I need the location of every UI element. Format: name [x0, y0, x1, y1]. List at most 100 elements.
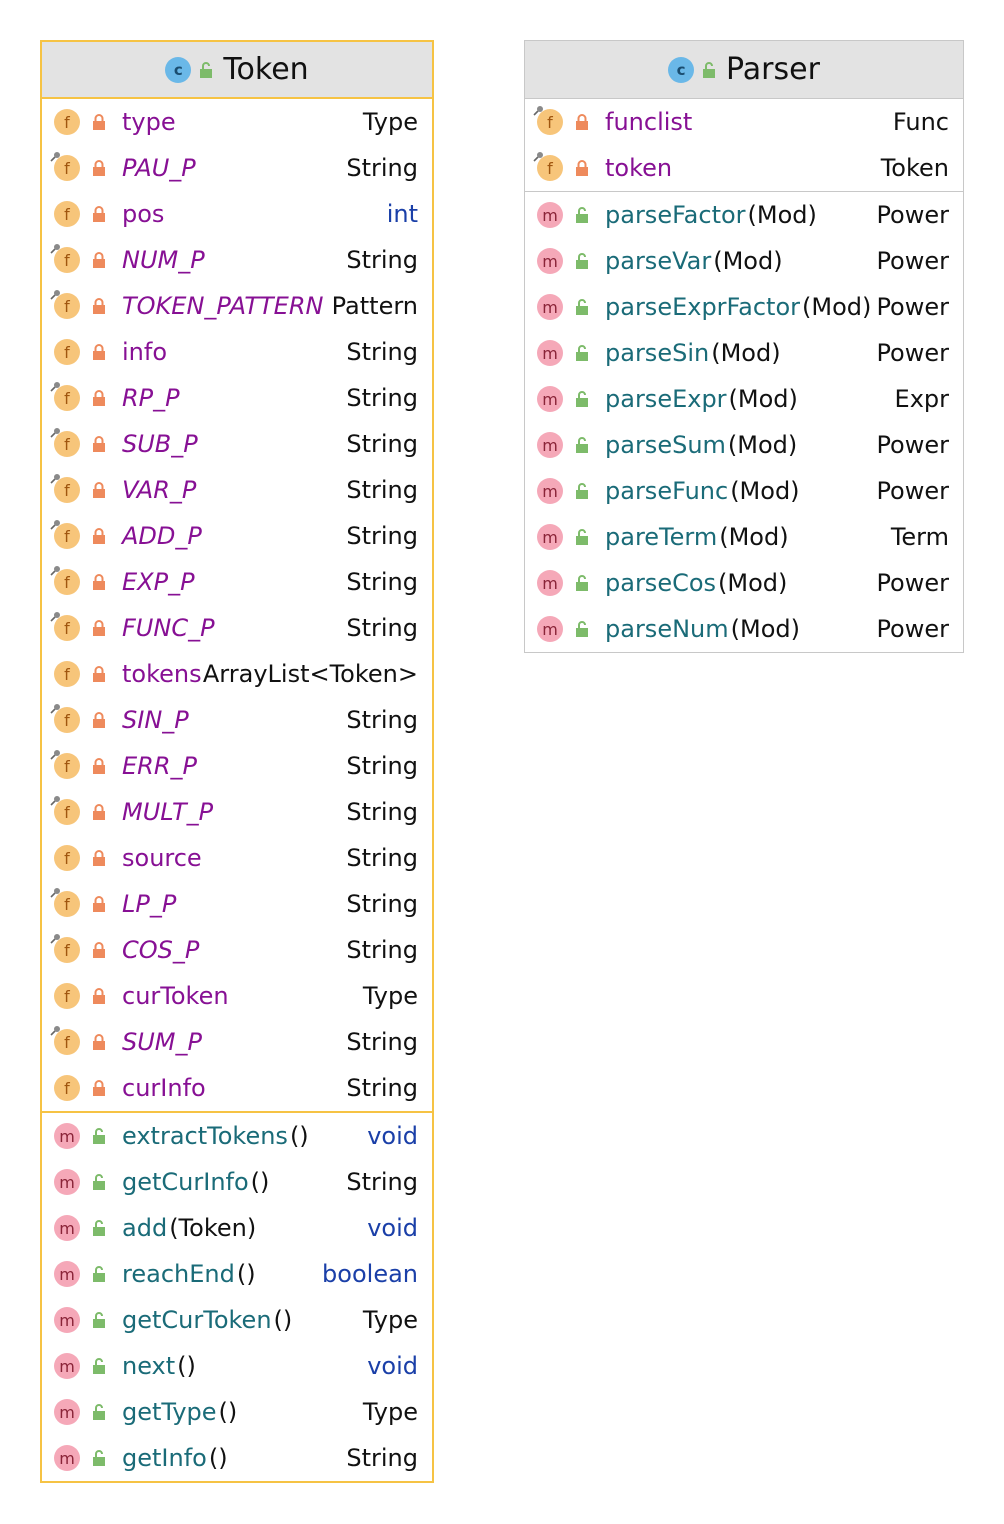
private-lock-icon	[93, 436, 105, 452]
static-pin-icon	[50, 612, 60, 622]
field-icon: f	[54, 661, 80, 687]
private-lock-icon	[576, 160, 588, 176]
field-type: String	[346, 430, 418, 458]
field-name: type	[122, 108, 176, 136]
method-params: ()	[273, 1306, 293, 1334]
parser-class-header[interactable]: c Parser	[525, 41, 963, 99]
private-lock-icon	[93, 344, 105, 360]
field-type: String	[346, 890, 418, 918]
field-type: int	[386, 200, 418, 228]
static-pin-icon	[50, 428, 60, 438]
private-lock-icon	[576, 114, 588, 130]
field-name: ADD_P	[122, 522, 202, 550]
method-icon: m	[54, 1445, 80, 1471]
token-class-header[interactable]: c Token	[42, 42, 432, 99]
method-params: (Token)	[169, 1214, 257, 1242]
public-unlock-icon	[576, 345, 588, 361]
method-name: parseExprFactor	[605, 293, 801, 321]
private-lock-icon	[93, 390, 105, 406]
method-name: getCurToken	[122, 1306, 272, 1334]
field-row[interactable]: f SUM_P String	[42, 1019, 432, 1065]
return-type: Expr	[894, 385, 949, 413]
public-unlock-icon	[576, 253, 588, 269]
private-lock-icon	[93, 1034, 105, 1050]
field-icon: f	[50, 1026, 80, 1055]
field-name: info	[122, 338, 168, 366]
return-type: String	[346, 1168, 418, 1196]
field-icon: f	[54, 983, 80, 1009]
field-icon: f	[50, 474, 80, 503]
method-name: extractTokens	[122, 1122, 288, 1150]
field-type: String	[346, 1028, 418, 1056]
class-title: Token	[223, 52, 309, 87]
field-name: NUM_P	[122, 246, 205, 274]
method-row[interactable]: m getCurToken() Type	[42, 1297, 432, 1343]
field-name: token	[605, 154, 673, 182]
method-name: parseSin	[605, 339, 710, 367]
method-name: add	[122, 1214, 168, 1242]
field-icon: f	[50, 382, 80, 411]
method-icon: m	[54, 1307, 80, 1333]
field-icon: f	[50, 704, 80, 733]
return-type: void	[367, 1214, 418, 1242]
return-type: Term	[890, 523, 949, 551]
field-type: Func	[892, 108, 949, 136]
public-unlock-icon	[93, 1220, 105, 1236]
method-name: getCurInfo	[122, 1168, 249, 1196]
field-name: VAR_P	[122, 476, 197, 504]
private-lock-icon	[93, 620, 105, 636]
method-icon: m	[537, 386, 563, 412]
return-type: Type	[362, 1306, 418, 1334]
method-params: ()	[289, 1122, 309, 1150]
return-type: Power	[876, 615, 949, 643]
field-icon: f	[50, 290, 80, 319]
field-type: String	[346, 798, 418, 826]
method-params: (Mod)	[747, 201, 817, 229]
field-type: String	[346, 936, 418, 964]
field-icon: f	[50, 888, 80, 917]
field-name: EXP_P	[122, 568, 195, 596]
field-name: SUM_P	[122, 1028, 202, 1056]
method-params: (Mod)	[728, 385, 798, 413]
